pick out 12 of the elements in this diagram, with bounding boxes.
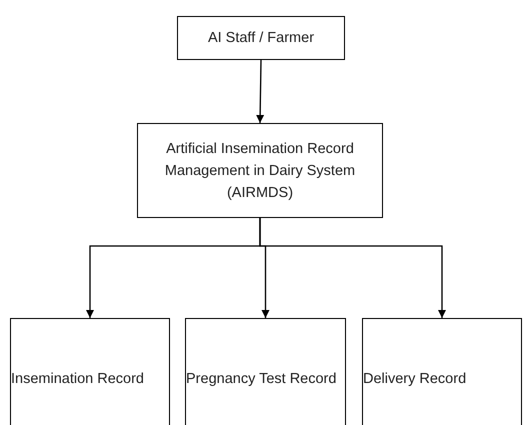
box-label: AI Staff / Farmer xyxy=(208,29,314,48)
process-box xyxy=(185,318,346,425)
box-label: Pregnancy Test Record xyxy=(186,370,336,388)
box-label: Delivery Record xyxy=(363,370,466,388)
box-label: Artificial Insemination Record Management in Dairy System (AIRMDS) xyxy=(164,140,356,202)
box-label: Insemination Record xyxy=(11,370,144,388)
process-box xyxy=(177,16,345,60)
process-box xyxy=(137,123,383,218)
process-box xyxy=(10,318,170,425)
process-box xyxy=(362,318,522,425)
arrow xyxy=(256,60,264,124)
arrow xyxy=(259,218,446,318)
